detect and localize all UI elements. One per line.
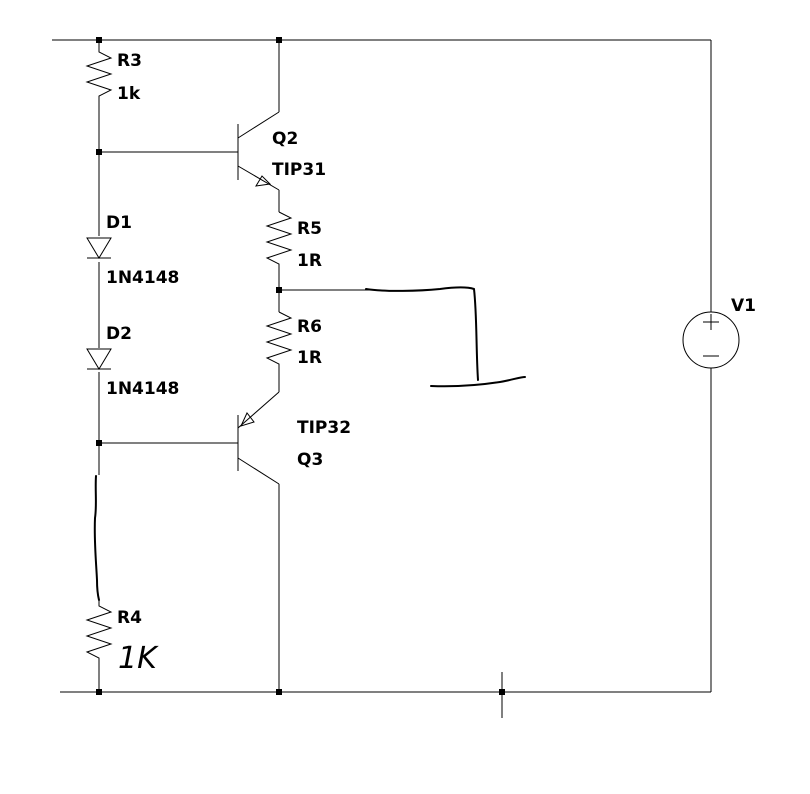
resistor-r5: R5 1R — [265, 211, 322, 271]
q2-model-label: TIP31 — [272, 160, 326, 180]
diode-d1-triangle — [86, 237, 112, 259]
resistor-r6-body — [265, 311, 293, 366]
q2-collector-leg — [237, 111, 280, 139]
junction-node-output — [276, 287, 282, 293]
handwritten-wire-left — [93, 475, 100, 601]
v1-ref-label: V1 — [731, 296, 756, 316]
handwritten-output-trace — [365, 286, 479, 381]
d2-model-label: 1N4148 — [106, 379, 179, 399]
r6-value-label: 1R — [297, 348, 322, 368]
resistor-r5-body — [265, 211, 293, 268]
q3-model-label: TIP32 — [297, 418, 351, 438]
resistor-r4: R4 1K — [85, 600, 159, 676]
junction-node-top-left — [96, 37, 102, 43]
diode-d2-triangle — [86, 348, 112, 370]
diode-d1: D1 1N4148 — [86, 213, 179, 288]
voltage-source-v1: V1 — [682, 296, 756, 369]
junction-node-q2-base — [96, 149, 102, 155]
diode-d2: D2 1N4148 — [86, 324, 179, 399]
r4-ref-label: R4 — [117, 608, 142, 628]
r5-value-label: 1R — [297, 251, 322, 271]
junction-node-bottom-right — [499, 689, 505, 695]
r6-ref-label: R6 — [297, 317, 322, 337]
d1-model-label: 1N4148 — [106, 268, 179, 288]
q3-ref-label: Q3 — [297, 450, 323, 470]
q2-emitter-arrow — [255, 175, 272, 187]
r3-value-label: 1k — [117, 84, 141, 104]
junction-node-q3-base — [96, 440, 102, 446]
junction-node-bottom-mid — [276, 689, 282, 695]
voltage-source-v1-circle — [682, 311, 740, 369]
handwritten-annotations — [93, 286, 526, 601]
transistor-q2: Q2 TIP31 — [237, 111, 326, 191]
r3-ref-label: R3 — [117, 51, 142, 71]
junction-node-bottom-left — [96, 689, 102, 695]
q3-emitter-arrow — [240, 412, 255, 427]
resistor-r6: R6 1R — [265, 311, 322, 368]
q3-collector-leg — [237, 457, 280, 485]
junctions — [96, 37, 505, 695]
junction-node-top-mid — [276, 37, 282, 43]
resistor-r3-body — [85, 40, 113, 104]
d2-ref-label: D2 — [106, 324, 132, 344]
q2-ref-label: Q2 — [272, 129, 298, 149]
q3-emitter-leg — [237, 391, 280, 429]
r4-value-handwritten: 1K — [118, 641, 159, 676]
resistor-r3: R3 1k — [85, 40, 142, 104]
handwritten-ground-stroke — [430, 376, 526, 388]
d1-ref-label: D1 — [106, 213, 132, 233]
resistor-r4-body — [85, 600, 113, 662]
r5-ref-label: R5 — [297, 219, 322, 239]
q2-emitter-leg — [237, 165, 280, 191]
transistor-q3: TIP32 Q3 — [237, 391, 351, 485]
